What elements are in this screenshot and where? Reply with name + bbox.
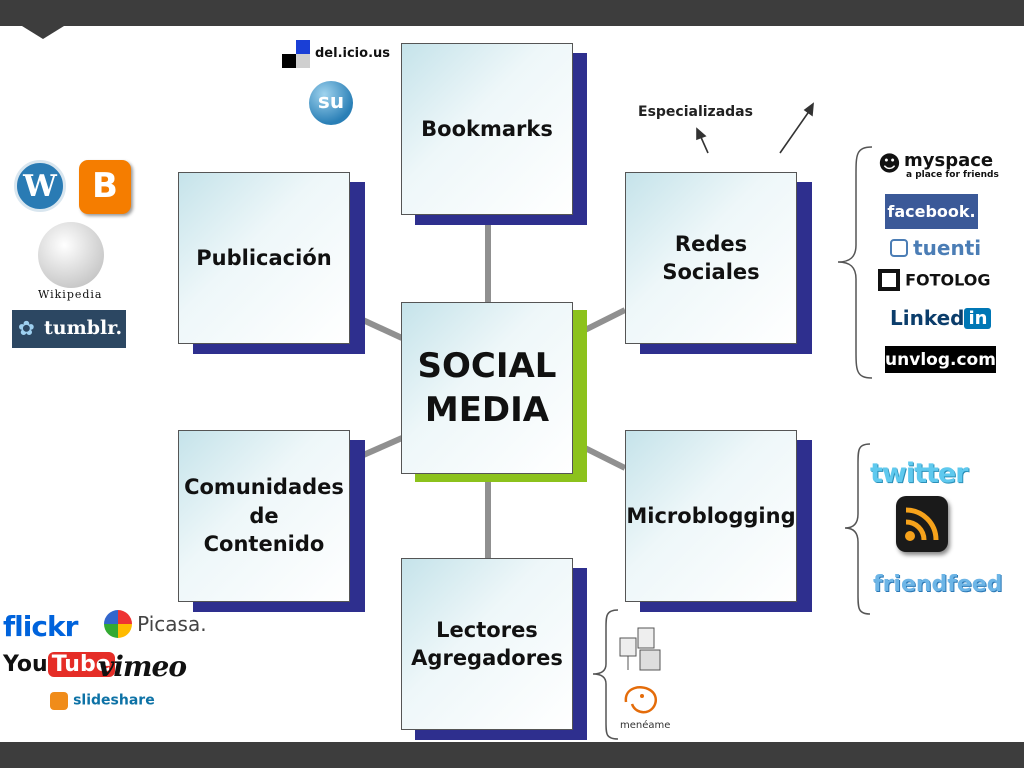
meneame-icon	[620, 682, 664, 718]
reader-icon	[618, 626, 666, 674]
social-media-center-box: SOCIAL MEDIA	[401, 302, 573, 474]
publicacion-box: Publicación	[178, 172, 350, 344]
delicious-logo-text: del.icio.us	[315, 46, 390, 61]
blogger-logo-icon: B	[79, 160, 131, 214]
redes-sociales-label: Redes Sociales	[662, 231, 760, 284]
slideshare-logo: slideshare	[50, 690, 155, 710]
rss-feed-icon	[896, 496, 948, 552]
twitter-logo: twitter	[870, 458, 969, 489]
redes-brace-icon	[837, 146, 873, 379]
comunidades-box: Comunidades de Contenido	[178, 430, 350, 602]
meneame-logo-text: menéame	[620, 720, 671, 731]
flickr-logo: flickr	[3, 610, 78, 643]
fotolog-icon	[878, 269, 900, 291]
picasa-logo: Picasa.	[104, 610, 207, 638]
publicacion-label: Publicación	[196, 245, 332, 270]
redes-sociales-box: Redes Sociales	[625, 172, 797, 344]
slideshare-icon	[50, 691, 68, 710]
microblogging-box: Microblogging	[625, 430, 797, 602]
microblogging-brace-icon	[844, 443, 871, 615]
vimeo-logo: vimeo	[98, 650, 187, 683]
arrow-head-short	[696, 127, 707, 141]
tumblr-flower-icon: ✿	[18, 316, 35, 340]
wikipedia-logo-text: Wikipedia	[38, 288, 103, 301]
especializadas-label: Especializadas	[638, 104, 753, 120]
picasa-icon	[104, 610, 132, 638]
bookmarks-label: Bookmarks	[421, 116, 553, 141]
bottom-bar	[0, 742, 1024, 768]
lectores-brace-icon	[592, 609, 619, 740]
wordpress-logo-icon: W	[14, 160, 66, 212]
myspace-people-icon: ☻	[878, 152, 901, 177]
wikipedia-globe-icon	[38, 222, 104, 288]
microblogging-label: Microblogging	[626, 503, 796, 528]
unvlog-logo: unvlog.com	[885, 346, 996, 373]
delicious-logo-icon	[282, 40, 312, 70]
lectores-label: Lectores Agregadores	[411, 617, 563, 670]
bookmarks-box: Bookmarks	[401, 43, 573, 215]
tumblr-logo: ✿ tumblr.	[12, 310, 126, 348]
comunidades-label: Comunidades de Contenido	[184, 475, 344, 557]
tuenti-icon	[890, 239, 908, 257]
stumbleupon-logo-icon: su	[309, 81, 353, 125]
friendfeed-logo: friendfeed	[873, 572, 1003, 597]
fotolog-logo: FOTOLOG	[878, 269, 991, 291]
top-bar-notch	[22, 26, 64, 39]
tuenti-logo: tuenti	[890, 236, 981, 260]
facebook-logo: facebook.	[885, 194, 978, 229]
social-media-title: SOCIAL MEDIA	[417, 345, 557, 430]
arrow-general-long	[779, 109, 811, 154]
arrow-head-long	[803, 102, 814, 117]
top-bar	[0, 0, 1024, 26]
lectores-box: Lectores Agregadores	[401, 558, 573, 730]
